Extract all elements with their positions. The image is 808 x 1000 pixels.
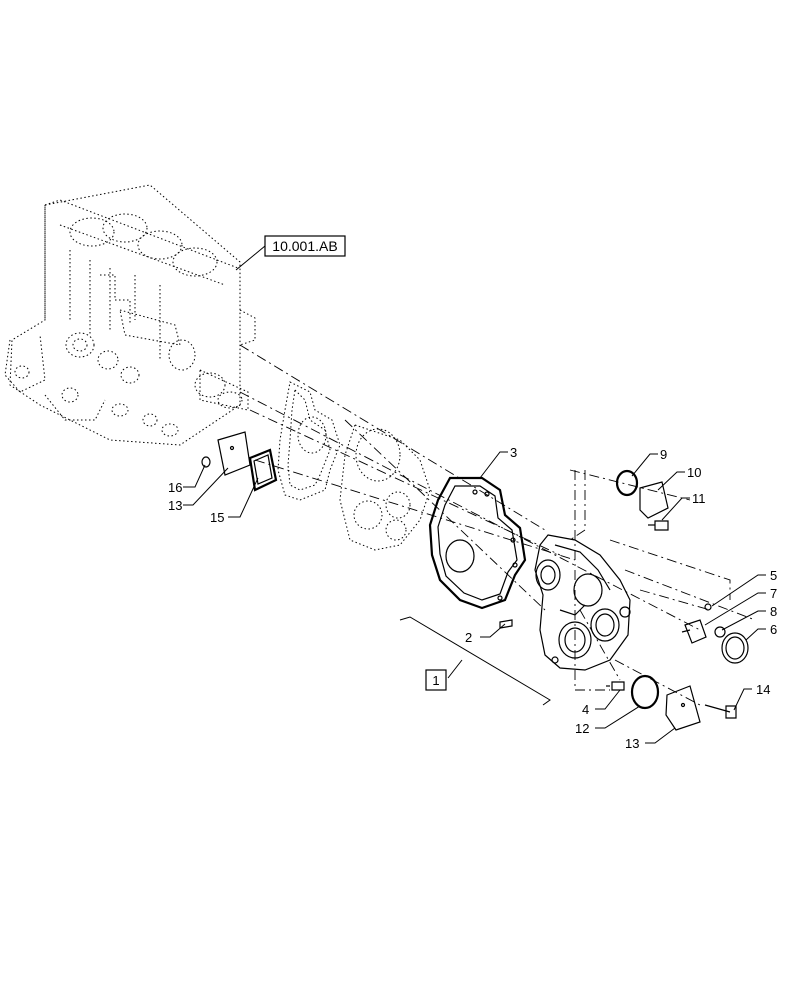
part-bolt-14: [704, 704, 737, 719]
callout-11[interactable]: 11: [692, 491, 706, 506]
front-cover-housing: [534, 534, 631, 671]
alignment-lines: [239, 344, 756, 706]
part-bolt-5: [704, 603, 712, 611]
part-plate-10: [639, 481, 669, 519]
callout-numbers: 16 13 15 3 2 9 10 11 5 7 8 6 14 4 12 13: [168, 445, 777, 751]
part-plate-13b: [665, 685, 701, 731]
callout-7[interactable]: 7: [770, 586, 777, 601]
part-gasket-15: [248, 448, 278, 492]
part-ring-9: [615, 469, 639, 497]
part-bolt-8: [714, 626, 726, 638]
callout-13-left[interactable]: 13: [168, 498, 182, 513]
callout-9[interactable]: 9: [660, 447, 667, 462]
callout-2[interactable]: 2: [465, 630, 472, 645]
callout-8[interactable]: 8: [770, 604, 777, 619]
callout-14[interactable]: 14: [756, 682, 770, 697]
callout-16[interactable]: 16: [168, 480, 182, 495]
reference-label: 10.001.AB: [272, 238, 337, 254]
callout-4[interactable]: 4: [582, 702, 589, 717]
callout-10[interactable]: 10: [687, 465, 701, 480]
part-plate-13a: [217, 431, 251, 476]
assembly-bracket: 1: [399, 616, 551, 706]
callout-5[interactable]: 5: [770, 568, 777, 583]
callout-15[interactable]: 15: [210, 510, 224, 525]
part-sensor-7: [681, 619, 707, 644]
callout-13-right[interactable]: 13: [625, 736, 639, 751]
reference-callout[interactable]: 10.001.AB: [235, 235, 346, 271]
leader-lines: [183, 451, 766, 744]
assembly-label: 1: [432, 673, 439, 688]
dotted-gasket-left: [277, 381, 341, 501]
part-washer-16: [201, 456, 211, 468]
part-dowel-2: [499, 619, 513, 629]
timing-cover-gasket: [428, 476, 527, 610]
part-bolt-4: [606, 681, 625, 691]
callout-12[interactable]: 12: [575, 721, 589, 736]
dotted-gasket-right: [339, 424, 431, 551]
callout-3[interactable]: 3: [510, 445, 517, 460]
part-bolt-11: [648, 520, 669, 531]
engine-block: [4, 184, 256, 446]
part-seal-6: [721, 632, 749, 664]
part-oring-12: [630, 674, 660, 710]
callout-6[interactable]: 6: [770, 622, 777, 637]
